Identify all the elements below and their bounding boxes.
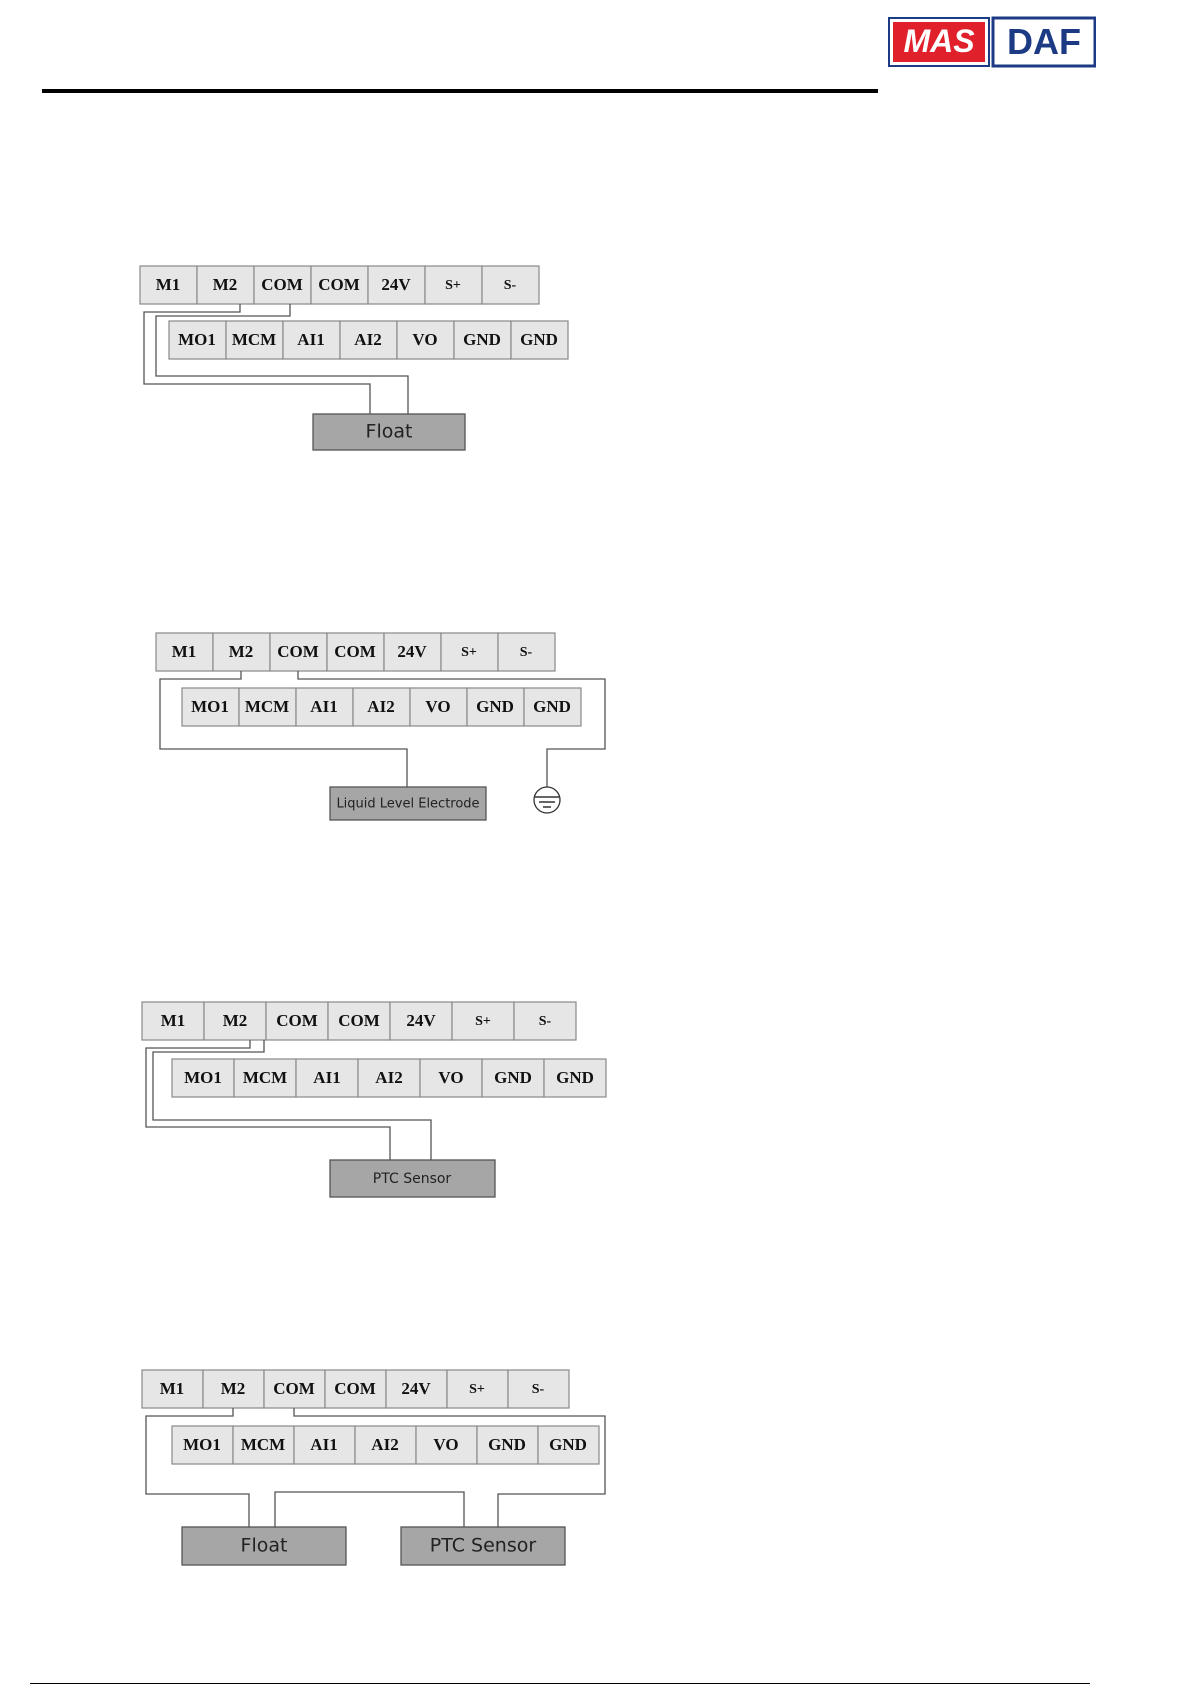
terminal-label: 24V <box>401 1379 431 1398</box>
top-terminal-row: M1 M2 COM COM 24V S+ S- <box>156 633 555 671</box>
ground-icon <box>534 787 560 813</box>
wire-m2 <box>146 1040 390 1160</box>
top-terminal-row: M1 M2 COM COM 24V S+ S- <box>142 1002 576 1040</box>
wire-com <box>153 1040 431 1160</box>
terminal-label: GND <box>476 697 514 716</box>
top-terminal-row: M1 M2 COM COM 24V S+ S- <box>140 266 539 304</box>
terminal-label: S- <box>532 1382 545 1397</box>
top-terminal-row: M1 M2 COM COM 24V S+ S- <box>142 1370 569 1408</box>
terminal-label: M1 <box>161 1011 186 1030</box>
terminal-label: AI2 <box>375 1068 402 1087</box>
terminal-label: GND <box>488 1435 526 1454</box>
bottom-terminal-row: MO1 MCM AI1 AI2 VO GND GND <box>182 688 581 726</box>
logo-daf-text: DAF <box>1007 21 1081 62</box>
wiring-diagram-ptc-sensor: M1 M2 COM COM 24V S+ S- MO1 MCM AI1 AI2 … <box>0 984 1192 1204</box>
terminal-label: GND <box>463 330 501 349</box>
terminal-label: S+ <box>461 645 477 660</box>
mas-daf-logo: MAS DAF <box>888 16 1096 68</box>
wire-com-float <box>275 1492 464 1527</box>
terminal-label: COM <box>261 275 303 294</box>
terminal-label: M1 <box>156 275 181 294</box>
terminal-label: MO1 <box>183 1435 221 1454</box>
device-label: Float <box>366 421 413 443</box>
terminal-label: S+ <box>469 1382 485 1397</box>
terminal-label: AI1 <box>310 1435 337 1454</box>
terminal-label: MO1 <box>178 330 216 349</box>
terminal-label: VO <box>425 697 450 716</box>
bottom-terminal-row: MO1 MCM AI1 AI2 VO GND GND <box>172 1059 606 1097</box>
terminal-label: MO1 <box>191 697 229 716</box>
terminal-label: AI1 <box>297 330 324 349</box>
terminal-label: GND <box>549 1435 587 1454</box>
terminal-label: VO <box>412 330 437 349</box>
header-rule <box>42 89 878 93</box>
terminal-label: S- <box>520 645 533 660</box>
terminal-label: M2 <box>221 1379 246 1398</box>
terminal-label: MCM <box>232 330 276 349</box>
terminal-label: COM <box>334 642 376 661</box>
terminal-label: AI1 <box>313 1068 340 1087</box>
terminal-label: S- <box>504 278 517 293</box>
terminal-label: M1 <box>172 642 197 661</box>
terminal-label: AI2 <box>367 697 394 716</box>
terminal-label: M2 <box>213 275 238 294</box>
terminal-label: COM <box>277 642 319 661</box>
device-label: PTC Sensor <box>430 1535 537 1557</box>
terminal-label: M1 <box>160 1379 185 1398</box>
device-label: PTC Sensor <box>373 1171 452 1187</box>
terminal-label: MCM <box>245 697 289 716</box>
terminal-label: AI2 <box>371 1435 398 1454</box>
terminal-label: MO1 <box>184 1068 222 1087</box>
terminal-label: S+ <box>475 1014 491 1029</box>
terminal-label: GND <box>533 697 571 716</box>
wiring-diagram-electrode: M1 M2 COM COM 24V S+ S- MO1 MCM AI1 AI2 … <box>0 617 1192 837</box>
terminal-label: MCM <box>243 1068 287 1087</box>
terminal-label: AI2 <box>354 330 381 349</box>
wiring-diagram-float: M1 M2 COM COM 24V S+ S- MO1 MCM AI1 AI2 … <box>0 250 1192 470</box>
terminal-label: 24V <box>406 1011 436 1030</box>
terminal-label: VO <box>433 1435 458 1454</box>
terminal-label: AI1 <box>310 697 337 716</box>
terminal-label: M2 <box>229 642 254 661</box>
terminal-label: VO <box>438 1068 463 1087</box>
terminal-label: COM <box>273 1379 315 1398</box>
terminal-label: GND <box>520 330 558 349</box>
terminal-label: S- <box>539 1014 552 1029</box>
device-label: Float <box>241 1535 288 1557</box>
terminal-label: GND <box>556 1068 594 1087</box>
terminal-label: MCM <box>241 1435 285 1454</box>
terminal-label: GND <box>494 1068 532 1087</box>
terminal-label: COM <box>338 1011 380 1030</box>
terminal-label: COM <box>318 275 360 294</box>
device-label: Liquid Level Electrode <box>336 797 479 812</box>
terminal-label: M2 <box>223 1011 248 1030</box>
terminal-label: COM <box>334 1379 376 1398</box>
bottom-terminal-row: MO1 MCM AI1 AI2 VO GND GND <box>172 1426 599 1464</box>
wiring-diagram-float-and-ptc: M1 M2 COM COM 24V S+ S- MO1 MCM AI1 AI2 … <box>0 1352 1192 1572</box>
bottom-terminal-row: MO1 MCM AI1 AI2 VO GND GND <box>169 321 568 359</box>
logo-mas-text: MAS <box>903 23 975 59</box>
terminal-label: COM <box>276 1011 318 1030</box>
terminal-label: S+ <box>445 278 461 293</box>
footer-rule <box>30 1683 1090 1684</box>
terminal-label: 24V <box>397 642 427 661</box>
terminal-label: 24V <box>381 275 411 294</box>
